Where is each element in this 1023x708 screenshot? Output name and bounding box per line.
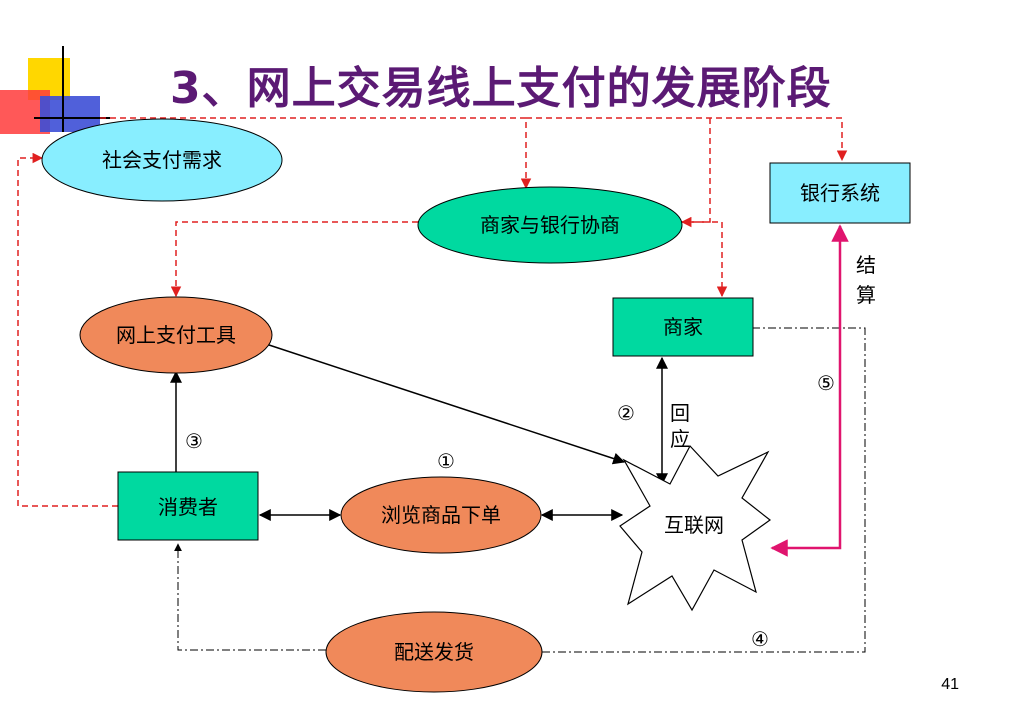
browse-order-label: 浏览商品下单 [381,503,501,527]
dashdot-connectors [174,327,866,653]
connector-consumer-to-social-demand [17,152,118,507]
node-social-demand: 社会支付需求 [41,118,283,202]
node-internet: 互联网 [619,444,772,612]
connector-top-to-bank [526,117,848,162]
slide-title: 3、网上交易线上支付的发展阶段 [170,63,832,114]
connector-settlement [770,224,849,557]
connector-merchant-to-delivery [542,327,866,653]
step-3-label: ③ [185,429,203,453]
step-1-label: ① [437,449,455,473]
connector-to-merchant [682,221,728,298]
connector-right-to-negotiation [680,118,711,228]
page-number: 41 [941,676,959,693]
node-browse-order: 浏览商品下单 [340,476,542,554]
node-bank-system: 银行系统 [769,162,911,224]
node-delivery: 配送发货 [325,611,543,693]
negotiation-label: 商家与银行协商 [480,213,620,237]
social-demand-label: 社会支付需求 [102,148,222,172]
payment-tool-label: 网上支付工具 [116,323,236,347]
respond-label-1: 回 [670,401,690,425]
slide-decoration [0,46,110,134]
connector-payment-tool-to-internet [265,343,626,465]
settle-label-2: 算 [856,283,876,307]
delivery-label: 配送发货 [394,640,474,664]
step-5-label: ⑤ [817,371,835,395]
connector-delivery-to-consumer [174,543,326,651]
step-4-label: ④ [751,627,769,651]
node-payment-tool: 网上支付工具 [79,296,273,374]
consumer-label: 消费者 [158,495,218,519]
node-consumer: 消费者 [117,471,259,541]
settle-label-1: 结 [856,253,876,277]
decor-blue-square [40,96,100,132]
connector-negotiation-to-payment-tool [170,221,418,298]
node-negotiation: 商家与银行协商 [417,186,683,264]
bank-system-label: 银行系统 [800,181,880,205]
merchant-label: 商家 [663,315,703,339]
red-dashed-connectors [17,117,848,507]
node-merchant: 商家 [612,297,754,357]
respond-label-2: 应 [670,427,690,451]
internet-label: 互联网 [664,513,724,537]
solid-connectors [170,343,668,521]
step-2-label: ② [617,401,635,425]
